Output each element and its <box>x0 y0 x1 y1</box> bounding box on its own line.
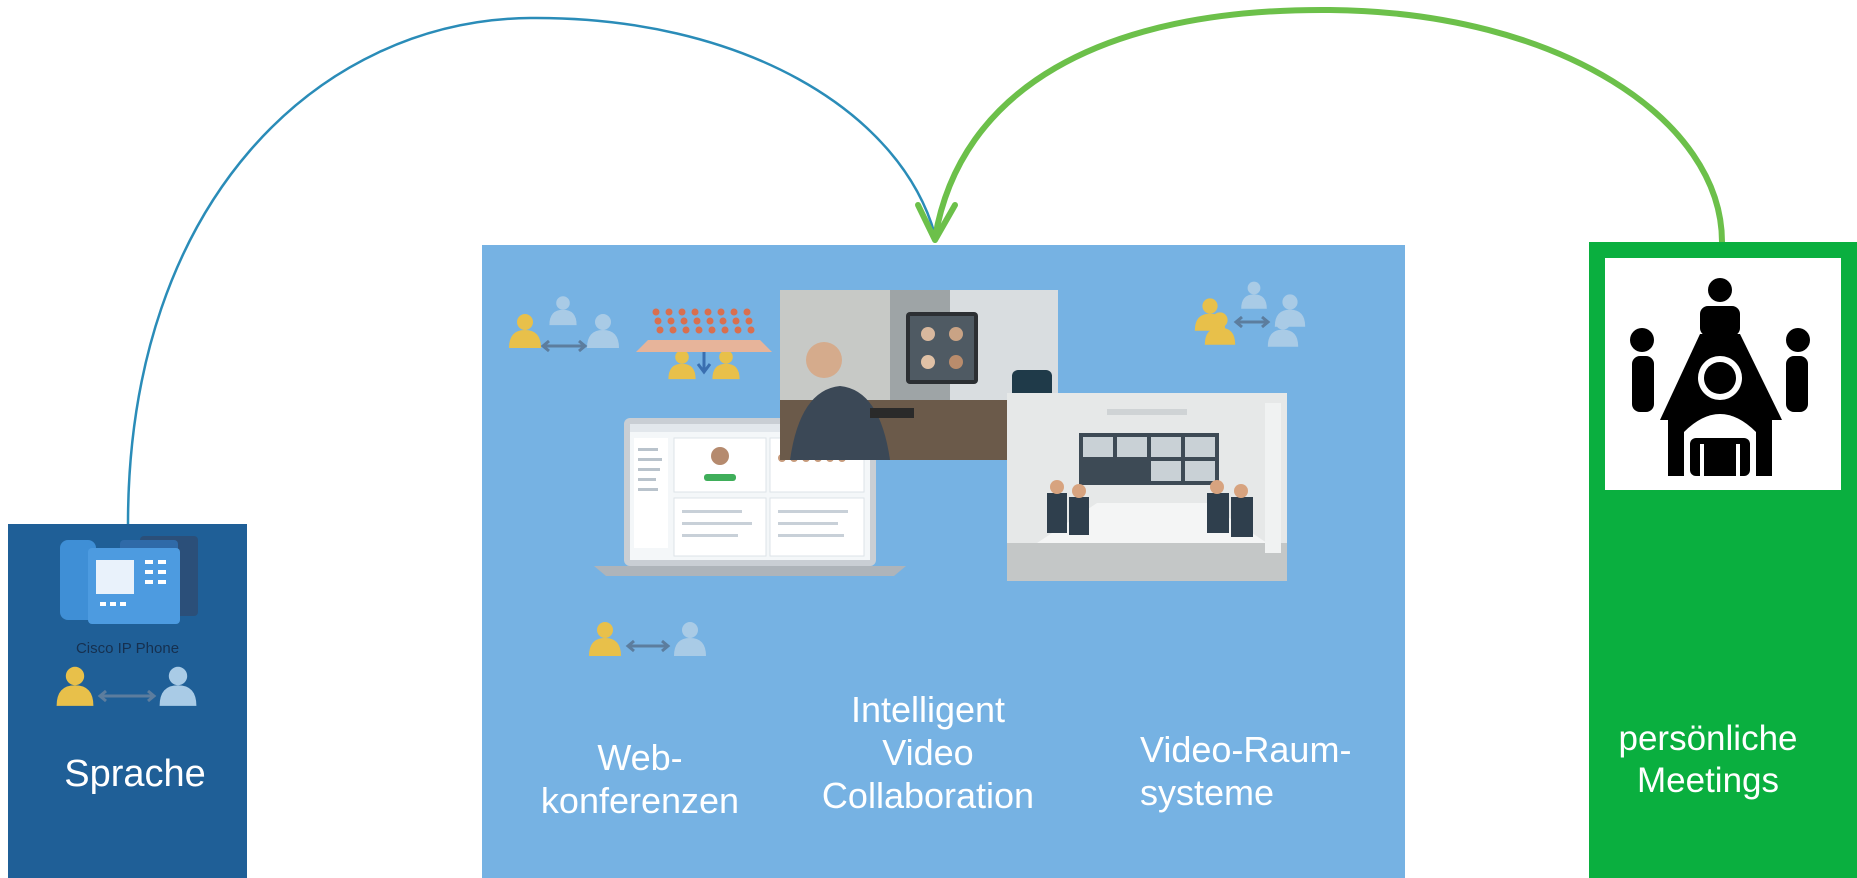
audience-dot <box>704 308 712 316</box>
person-icon <box>1204 312 1236 345</box>
video-raumsysteme-label: Video-Raum- systeme <box>1140 728 1400 814</box>
sprache-label: Sprache <box>64 753 206 795</box>
audience-dot <box>656 326 664 334</box>
person-icon <box>549 296 577 326</box>
audience-dot <box>734 326 742 334</box>
audience-dot <box>732 317 740 325</box>
audience-dot <box>717 308 725 316</box>
person-icon <box>1267 314 1299 347</box>
meeting-room-photo <box>1007 393 1287 581</box>
webkonferenzen-label-line1: Web- <box>597 737 683 778</box>
audience-dot <box>652 308 660 316</box>
audience-dot <box>669 326 677 334</box>
raum-label-line1: Video-Raum- <box>1140 729 1352 770</box>
audience-dot <box>680 317 688 325</box>
audience-dot <box>719 317 727 325</box>
two-way-link-icon <box>1233 315 1271 329</box>
audience-dot <box>730 308 738 316</box>
person-icon <box>587 314 619 348</box>
ivc-label-line1: Intelligent <box>850 689 1006 730</box>
ivc-label-line3: Collaboration <box>821 775 1035 817</box>
audience-dot <box>743 308 751 316</box>
audience-dot <box>654 317 662 325</box>
office-video-call-photo <box>780 290 1058 460</box>
blue-connector-arrow <box>126 16 937 525</box>
ivc-label-line2: Video <box>882 732 974 774</box>
person-icon <box>589 622 621 656</box>
person-icon <box>159 666 197 706</box>
audience-dot <box>693 317 701 325</box>
audience-dot <box>747 326 755 334</box>
two-way-link-icon <box>540 339 588 353</box>
two-way-link-icon <box>97 689 157 703</box>
audience-dot <box>745 317 753 325</box>
audience-dot <box>695 326 703 334</box>
raum-label-line2: systeme <box>1140 772 1275 814</box>
audience-dot <box>721 326 729 334</box>
intelligent-video-collaboration-label: Intelligent Video Collaboration <box>798 688 1058 818</box>
green-connector-arrow <box>932 6 1725 243</box>
person-icon <box>1241 281 1267 309</box>
audience-dot <box>667 317 675 325</box>
webkonferenzen-label: Web- konferenzen <box>515 736 765 822</box>
audience-dot <box>682 326 690 334</box>
audience-dot <box>708 326 716 334</box>
person-icon <box>674 622 706 656</box>
audience-dot <box>706 317 714 325</box>
persoenliche-label-line1: persönliche <box>1618 719 1798 758</box>
person-icon <box>668 350 696 380</box>
audience-dot <box>665 308 673 316</box>
two-way-link-icon <box>625 639 671 653</box>
audience-dot <box>691 308 699 316</box>
webkonferenzen-label-line2: konferenzen <box>540 780 740 822</box>
persoenliche-label-line2: Meetings <box>1636 761 1780 800</box>
green-arrowhead <box>915 202 958 243</box>
person-icon <box>56 666 94 706</box>
person-icon <box>509 314 541 348</box>
ip-phone-caption: Cisco IP Phone <box>75 640 180 657</box>
persoenliche-meetings-label: persönliche Meetings <box>1592 718 1824 802</box>
audience-dot <box>678 308 686 316</box>
person-icon <box>712 350 740 380</box>
